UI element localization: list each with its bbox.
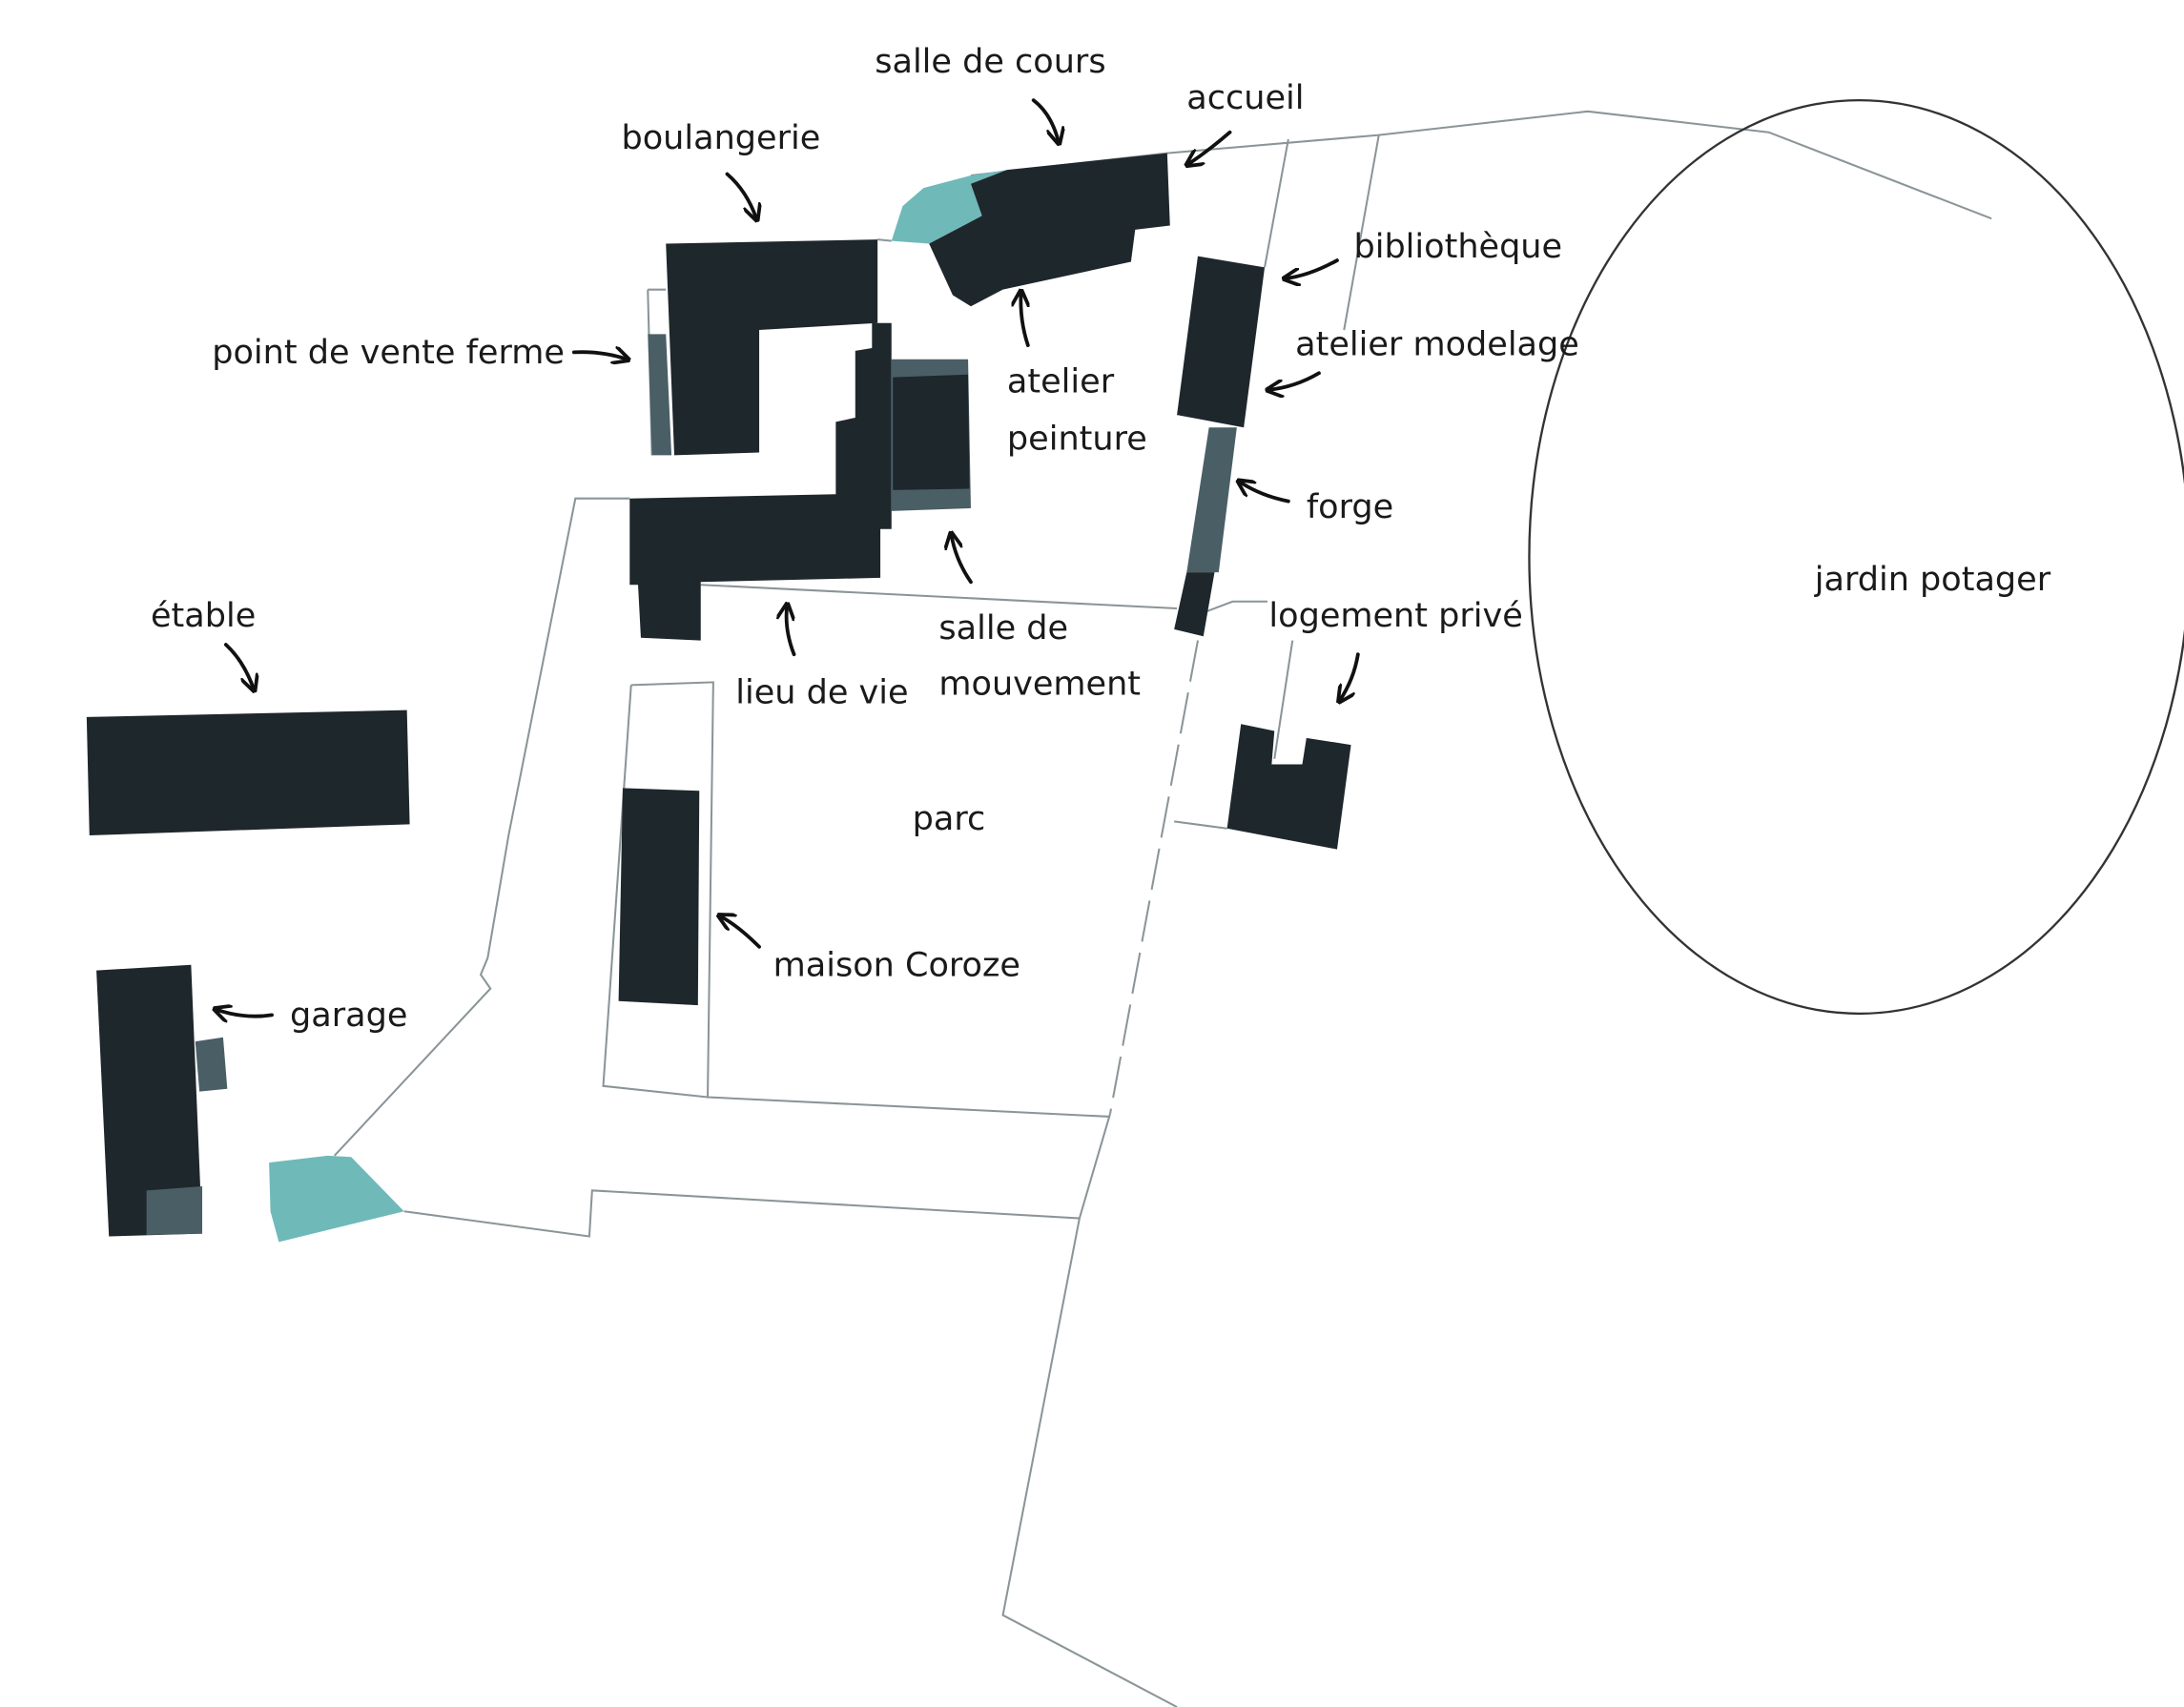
label-maison-coroze: maison Coroze	[773, 945, 1020, 984]
building-atelier-peinture-core	[893, 374, 970, 490]
arrow-icon	[1340, 652, 1360, 700]
label-jardin-potager: jardin potager	[1814, 560, 2051, 599]
arrow-icon	[1286, 258, 1339, 278]
building-etable	[86, 710, 410, 836]
label-bibliotheque: bibliothèque	[1353, 227, 1562, 266]
label-atelier-peinture-line1: atelier	[1007, 362, 1115, 401]
label-salle-de-cours: salle de cours	[875, 42, 1105, 81]
label-arrows	[216, 98, 1360, 1017]
building-maison-coroze	[618, 788, 700, 1006]
boundary-lines	[333, 110, 1992, 1707]
arrow-icon	[571, 352, 627, 360]
label-atelier-modelage: atelier modelage	[1295, 324, 1579, 363]
arrow-icon	[216, 1010, 274, 1017]
building-forge-end	[1174, 572, 1215, 637]
arrow-icon	[1240, 482, 1290, 504]
label-accueil: accueil	[1186, 78, 1304, 117]
building-boulangerie	[666, 239, 878, 456]
arrow-icon	[1188, 130, 1232, 165]
teal-area-south	[269, 1155, 404, 1243]
garage-annex	[195, 1037, 228, 1092]
arrow-icon	[720, 916, 761, 949]
arrow-icon	[787, 606, 794, 657]
building-point-de-vente	[648, 334, 672, 456]
building-garage	[96, 964, 203, 1237]
arrow-icon	[1031, 98, 1059, 142]
garage-annex-bottom	[146, 1185, 203, 1236]
label-garage: garage	[290, 996, 407, 1035]
arrow-icon	[1020, 293, 1028, 347]
arrow-icon	[952, 535, 973, 585]
jardin-potager-circle	[1528, 99, 2184, 1015]
building-forge	[1186, 427, 1237, 573]
building-salle-de-cours	[929, 153, 1170, 307]
label-parc: parc	[913, 799, 986, 838]
label-point-de-vente: point de vente ferme	[212, 333, 565, 372]
teal-area-north	[891, 170, 1007, 244]
label-salle-mouvement-line2: mouvement	[938, 665, 1141, 704]
building-bibliotheque	[1177, 256, 1266, 428]
arrow-icon	[725, 172, 756, 219]
building-lieu-de-vie	[629, 322, 892, 641]
label-forge: forge	[1307, 487, 1393, 526]
label-atelier-peinture-line2: peinture	[1007, 420, 1147, 459]
arrow-icon	[223, 643, 254, 689]
label-lieu-de-vie: lieu de vie	[735, 672, 908, 711]
label-salle-mouvement-line1: salle de	[938, 608, 1068, 648]
label-boulangerie: boulangerie	[622, 118, 821, 157]
label-etable: étable	[151, 596, 256, 635]
label-logement-prive: logement privé	[1268, 596, 1522, 635]
arrow-icon	[1268, 371, 1321, 390]
building-logement-prive	[1226, 724, 1351, 850]
